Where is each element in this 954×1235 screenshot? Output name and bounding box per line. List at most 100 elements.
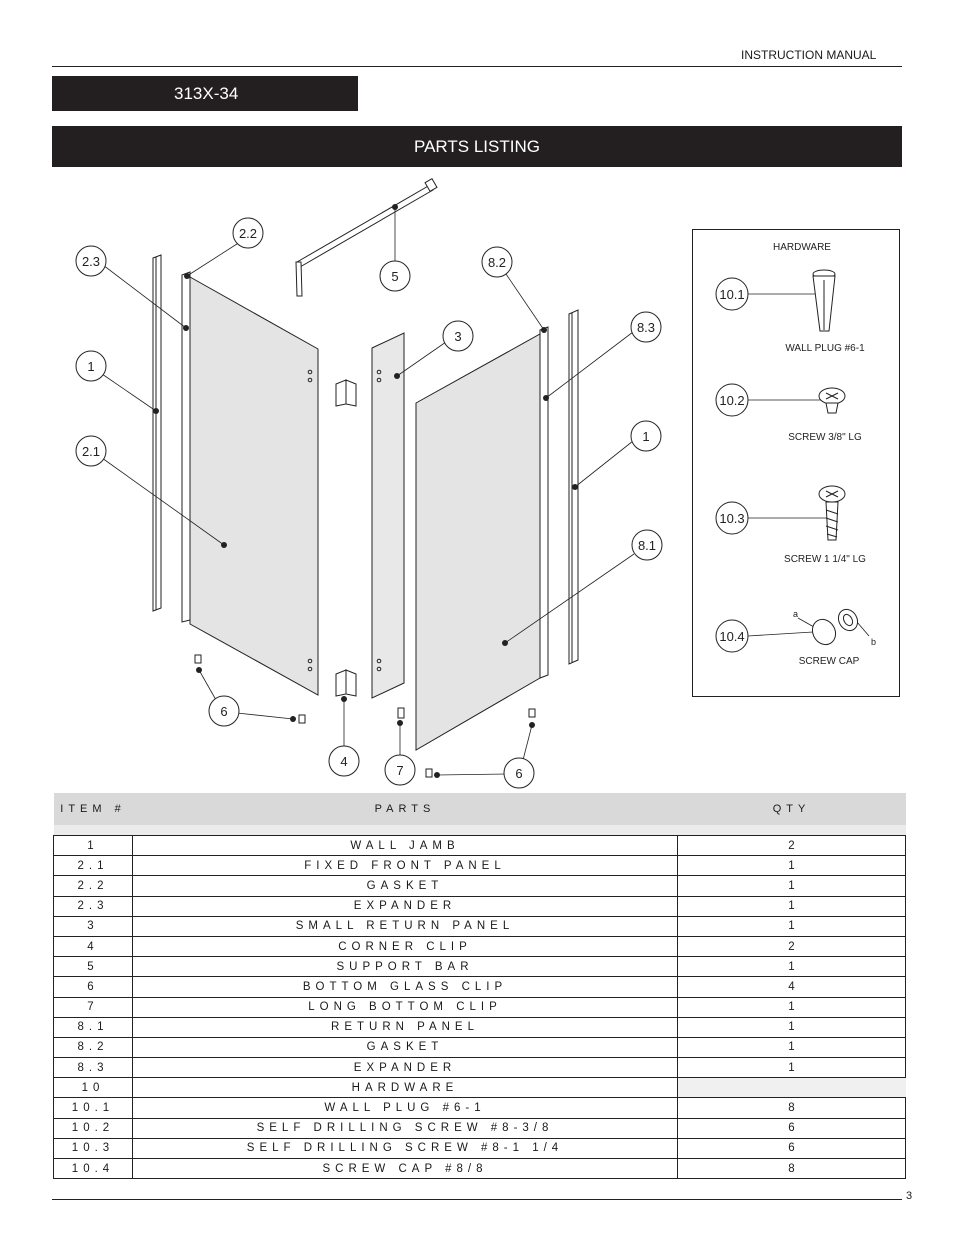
table-cell-item: 2.3 — [53, 895, 133, 917]
table-cell-part: WALL PLUG #6-1 — [132, 1097, 678, 1119]
callout-5 — [379, 260, 411, 292]
model-banner: 313X-34 — [52, 76, 358, 111]
table-cell-item: 5 — [53, 956, 133, 978]
callout-label: 3 — [454, 329, 461, 344]
callout-label: 8.1 — [638, 538, 656, 553]
callout-label: 2.2 — [239, 226, 257, 241]
footer-divider — [52, 1199, 902, 1200]
table-cell-qty: 6 — [677, 1137, 906, 1160]
table-cell-part: SMALL RETURN PANEL — [132, 915, 678, 937]
table-cell-qty: 1 — [677, 1016, 906, 1038]
table-cell-item: 1 — [53, 834, 133, 857]
table-cell-part: CORNER CLIP — [132, 935, 678, 958]
table-cell-qty: 1 — [677, 875, 906, 897]
fixed-front-panel — [181, 271, 319, 696]
callout-label: 10.2 — [719, 393, 744, 408]
callout-8-3 — [630, 311, 662, 343]
table-cell-item: 2.2 — [53, 875, 133, 897]
table-cell-part: GASKET — [132, 1036, 678, 1059]
long-bottom-clip — [397, 707, 405, 719]
column-header-item: ITEM # — [53, 793, 133, 825]
table-cell-item: 10.2 — [53, 1117, 133, 1139]
hardware-item-label: SCREW 1 1/4" LG — [784, 554, 866, 565]
callout-10-1 — [715, 277, 749, 311]
leader-dots — [153, 204, 578, 778]
cap-part-b-label: b — [871, 637, 876, 647]
callout-6-left — [208, 695, 240, 727]
corner-clip-top — [335, 379, 357, 407]
table-cell-qty: 1 — [677, 956, 906, 978]
table-cell-item: 2.1 — [53, 855, 133, 877]
callout-2-3 — [75, 245, 107, 277]
header-divider — [52, 66, 902, 67]
screw-cap-icon — [811, 608, 859, 646]
page-number: 3 — [906, 1190, 913, 1202]
table-cell-item: 8.1 — [53, 1016, 133, 1038]
table-cell-qty: 1 — [677, 1036, 906, 1059]
return-panel — [415, 326, 549, 751]
table-cell-part: EXPANDER — [132, 895, 678, 917]
table-cell-qty: 1 — [677, 895, 906, 917]
table-cell-item: 10.1 — [53, 1097, 133, 1119]
callout-label: 4 — [340, 754, 347, 769]
table-cell-part: SELF DRILLING SCREW #8-1 1/4 — [132, 1137, 678, 1160]
callout-label: 10.1 — [719, 287, 744, 302]
table-cell-qty: 6 — [677, 1117, 906, 1139]
callout-label: 2.1 — [82, 444, 100, 459]
corner-clip-bottom — [335, 669, 357, 697]
callout-2-2 — [232, 217, 264, 249]
callout-label: 8.3 — [637, 320, 655, 335]
hardware-item-label: WALL PLUG #6-1 — [785, 343, 865, 354]
model-number: 313X-34 — [174, 84, 239, 103]
callout-10-2 — [715, 383, 749, 417]
table-cell-qty: 1 — [677, 855, 906, 877]
callout-2-1 — [75, 435, 107, 467]
callout-label: 6 — [220, 704, 227, 719]
callout-label: 6 — [515, 766, 522, 781]
left-wall-jamb — [152, 254, 162, 612]
table-cell-qty: 8 — [677, 1097, 906, 1119]
table-cell-item: 10.3 — [53, 1137, 133, 1160]
small-return-panel — [371, 332, 405, 699]
table-cell-item: 10.4 — [53, 1157, 133, 1180]
table-cell-part: SELF DRILLING SCREW #8-3/8 — [132, 1117, 678, 1139]
table-cell-qty: 4 — [677, 976, 906, 998]
callout-1-left — [75, 350, 107, 382]
short-screw-icon — [818, 387, 846, 414]
table-cell-item: 7 — [53, 996, 133, 1018]
table-cell-part: RETURN PANEL — [132, 1016, 678, 1038]
hardware-item-label: SCREW 3/8" LG — [788, 432, 862, 443]
callout-label: 10.4 — [719, 629, 744, 644]
support-bar — [295, 177, 438, 297]
callout-8-1 — [631, 529, 663, 561]
table-cell-item: 3 — [53, 915, 133, 937]
leader-lines — [101, 207, 635, 776]
manual-label: INSTRUCTION MANUAL — [741, 48, 877, 62]
callout-8-2 — [481, 246, 513, 278]
hardware-title: HARDWARE — [773, 242, 831, 253]
table-cell-part: WALL JAMB — [132, 834, 678, 857]
table-cell-qty: 1 — [677, 1057, 906, 1079]
cap-part-a-label: a — [793, 609, 798, 619]
callout-label: 1 — [87, 359, 94, 374]
table-cell-item: 4 — [53, 935, 133, 958]
table-cell-part: EXPANDER — [132, 1057, 678, 1079]
table-cell-qty — [677, 1077, 906, 1098]
column-header-qty: QTY — [677, 793, 906, 825]
wall-plug-icon — [812, 269, 836, 332]
callout-10-4 — [715, 619, 749, 653]
callout-label: 5 — [391, 269, 398, 284]
callout-6-right — [503, 757, 535, 789]
long-screw-icon — [818, 485, 846, 541]
